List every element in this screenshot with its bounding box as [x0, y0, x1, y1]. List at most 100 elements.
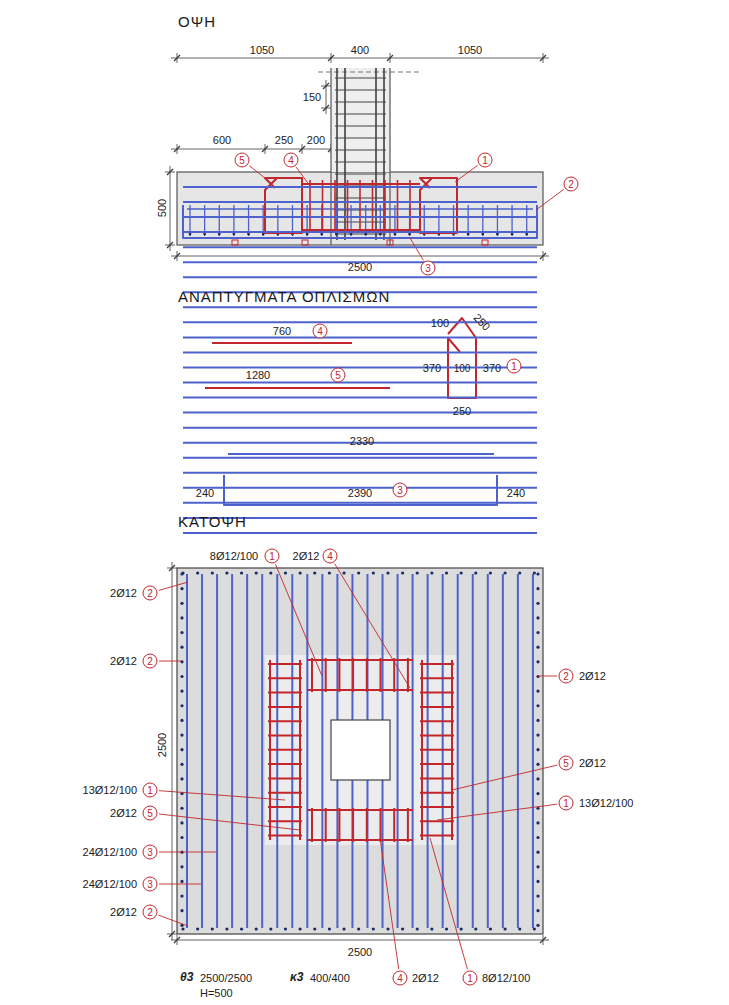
- callout-number: 2: [143, 905, 158, 920]
- dimension-label: 400: [351, 44, 369, 56]
- bar-2-dot: [536, 660, 539, 663]
- stirrup-1-plan: [268, 706, 302, 708]
- stirrup-1-plan: [268, 777, 302, 779]
- dimension-tick: [540, 253, 546, 259]
- stirrup-1-plan: [268, 806, 302, 808]
- bar-2-dot: [489, 571, 492, 574]
- rebar-label: 8Ø12/100: [210, 550, 258, 562]
- callout-number: 3: [421, 261, 436, 276]
- callout-number: 1: [559, 796, 574, 811]
- column-bar: [344, 68, 346, 240]
- bar-3-plan: [201, 574, 203, 928]
- callout-number: 4: [284, 153, 299, 168]
- bar-2-dot: [416, 927, 419, 930]
- bar-2-dot: [180, 880, 183, 883]
- bar-2-dot: [536, 792, 539, 795]
- bar-2-dot: [180, 733, 183, 736]
- leader-line: [275, 564, 322, 676]
- bar-2-dot: [536, 924, 539, 927]
- dimension-tick: [174, 55, 180, 61]
- callout-number: 1: [143, 783, 158, 798]
- dimension-label: 400/400: [310, 972, 350, 984]
- dimension-tick: [174, 937, 180, 943]
- bar-5-shape: [205, 387, 390, 389]
- bar-2-dot: [536, 675, 539, 678]
- dimension-tick: [174, 146, 180, 152]
- dimension-label: 370: [483, 362, 501, 374]
- bar-2-dot: [460, 571, 463, 574]
- dimension-tick: [174, 253, 180, 259]
- bar-2-dot: [536, 748, 539, 751]
- spacer: [302, 240, 308, 245]
- bar-2-dot: [180, 807, 183, 810]
- bar-3-plan: [397, 574, 399, 928]
- stirrup-1-plan: [311, 808, 313, 842]
- bar-4-plan: [307, 839, 413, 841]
- rebar-label: 24Ø12/100: [83, 846, 137, 858]
- callout-number: 1: [463, 971, 478, 986]
- bar-2-dot: [357, 571, 360, 574]
- bar-2-dot: [180, 865, 183, 868]
- element-mark: κ3: [290, 971, 303, 984]
- bar-2-dot: [536, 880, 539, 883]
- callout-number: 2: [564, 177, 579, 192]
- stirrup-1-plan: [420, 735, 454, 737]
- stirrup-1-plan: [380, 658, 382, 692]
- dimension-tick: [323, 83, 329, 89]
- bar-2-dot: [180, 836, 183, 839]
- dimension-label: 250: [275, 134, 293, 146]
- bar-3-plan: [186, 574, 188, 928]
- bar-2-dot: [536, 646, 539, 649]
- leader-line: [159, 791, 285, 800]
- leader-line: [159, 884, 201, 885]
- dimension-label: 250: [453, 405, 471, 417]
- callout-number: 4: [393, 971, 408, 986]
- bar-2-dot: [196, 927, 199, 930]
- bar-2-dot: [536, 587, 539, 590]
- bar-2-dot: [536, 777, 539, 780]
- bar-3-plan: [457, 574, 459, 928]
- bar-2-dot: [211, 571, 214, 574]
- dimension-tick: [328, 55, 334, 61]
- callout-number: 2: [143, 654, 158, 669]
- dimension-label: 500: [156, 199, 168, 217]
- dimension-label: 370: [423, 362, 441, 374]
- dimension-tick: [262, 146, 268, 152]
- bar-3-plan: [183, 351, 537, 353]
- rebar-label: 2Ø12: [412, 972, 439, 984]
- leader-line: [159, 582, 188, 590]
- stirrup-1-plan: [420, 706, 454, 708]
- element-mark: θ3: [180, 971, 193, 984]
- bar-3-plan: [183, 382, 537, 384]
- column-edge: [330, 68, 331, 245]
- bar-4-shape: [212, 342, 352, 344]
- bar-2-dot: [386, 571, 389, 574]
- rebar-label: 2Ø12: [579, 670, 606, 682]
- bar-2-dot: [180, 616, 183, 619]
- dimension-label: 240: [196, 487, 214, 499]
- leader-line: [430, 838, 468, 969]
- bar-2-dot: [180, 719, 183, 722]
- dimension-tick: [167, 242, 173, 248]
- dimension-label: 2500/2500: [200, 972, 252, 984]
- bar-3-plan: [183, 201, 537, 203]
- bar-2-dot: [181, 927, 184, 930]
- bar-2-dot: [430, 927, 433, 930]
- dimension-tick: [323, 105, 329, 111]
- bar-2-dot: [430, 571, 433, 574]
- bar-2-dot: [401, 927, 404, 930]
- rebar-label: 2Ø12: [110, 655, 137, 667]
- bar-3-plan: [183, 532, 537, 534]
- bar-2-dot: [225, 927, 228, 930]
- dimension-label: 760: [273, 325, 291, 337]
- stirrup-1-plan: [311, 658, 313, 692]
- column-bar: [336, 68, 338, 240]
- stirrup-1-plan: [268, 792, 302, 794]
- stirrup-1-plan: [407, 808, 409, 842]
- bar-3-plan: [532, 574, 534, 928]
- bar-2-dot: [503, 927, 506, 930]
- stirrup-1-plan: [420, 720, 454, 722]
- stirrup-1-plan: [420, 835, 454, 837]
- column-bar: [383, 68, 385, 240]
